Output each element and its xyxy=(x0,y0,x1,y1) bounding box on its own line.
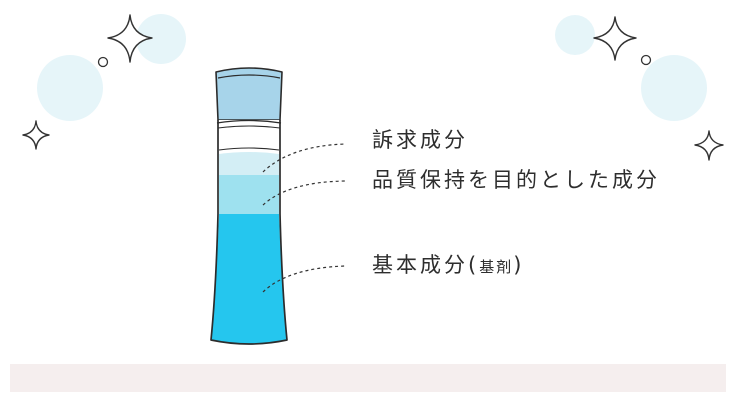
label-base-main: 基本成分( xyxy=(372,253,480,277)
leader-appeal xyxy=(262,143,346,173)
layer-quality xyxy=(219,175,279,214)
bubble-icon xyxy=(555,15,595,55)
sparkle-icon xyxy=(22,120,50,150)
label-base-ingredient: 基本成分(基剤) xyxy=(372,255,524,276)
bubble-icon xyxy=(136,14,186,64)
bubble-icon xyxy=(97,56,109,68)
leader-base xyxy=(262,265,346,293)
bubble-icon xyxy=(37,55,103,121)
label-base-close: ) xyxy=(513,253,525,277)
layer-base xyxy=(211,214,287,344)
leader-quality xyxy=(262,180,346,206)
sparkle-icon xyxy=(694,130,724,161)
label-quality-ingredient: 品質保持を目的とした成分 xyxy=(372,168,660,192)
layer-appeal xyxy=(219,152,279,175)
bubble-icon xyxy=(641,55,707,121)
bubble-icon xyxy=(640,54,652,66)
sparkle-icon xyxy=(107,14,153,63)
floor-band xyxy=(10,364,726,392)
bottle-cap xyxy=(215,67,283,121)
sparkle-icon xyxy=(593,16,637,61)
bottle-body xyxy=(210,119,288,345)
label-appeal-ingredient: 訴求成分 xyxy=(372,128,468,152)
label-base-sub: 基剤 xyxy=(479,258,514,276)
